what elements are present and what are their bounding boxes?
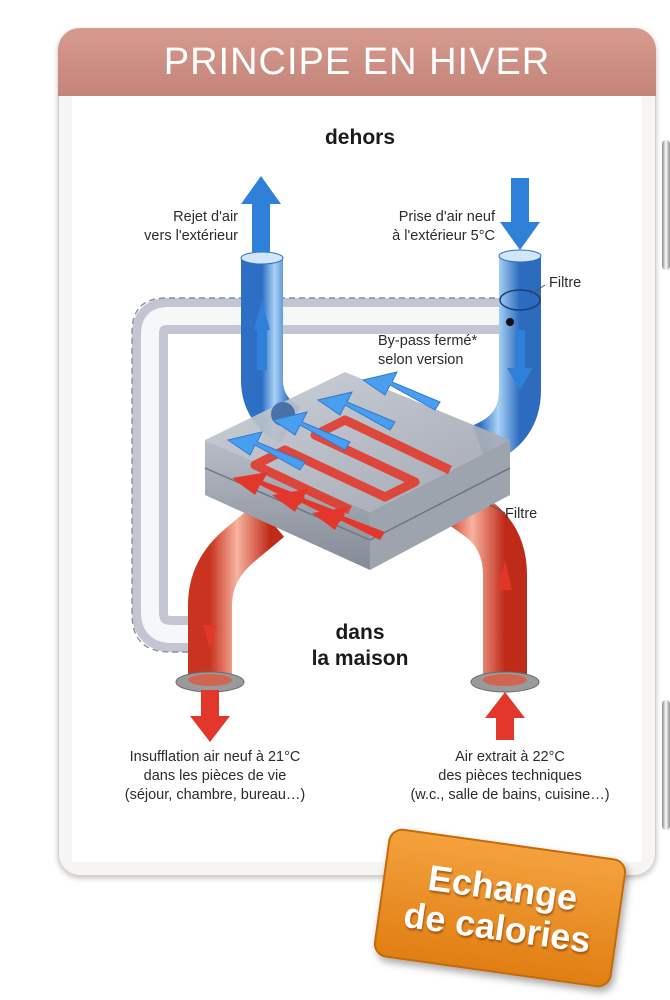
exhaust-label-line1: Rejet d'air	[173, 209, 238, 225]
intake-label-line1: Prise d'air neuf	[398, 209, 495, 225]
intake-label-line2: à l'extérieur 5°C	[392, 228, 495, 244]
arrow-down-icon	[190, 690, 230, 742]
extract-label-line3: (w.c., salle de bains, cuisine…)	[410, 787, 610, 803]
heat-exchanger-icon	[204, 371, 511, 570]
bypass-label-line1: By-pass fermé*	[378, 333, 478, 349]
supply-label-line3: (séjour, chambre, bureau…)	[124, 787, 306, 803]
extract-label-line2: des pièces techniques	[438, 768, 582, 784]
filter-top-label: Filtre	[549, 275, 582, 291]
intake-label: Prise d'air neuf à l'extérieur 5°C	[360, 208, 495, 246]
supply-duct	[175, 503, 285, 693]
binder-ring-top	[662, 140, 670, 270]
extract-label-line1: Air extrait à 22°C	[455, 749, 565, 765]
exhaust-label: Rejet d'air vers l'extérieur	[100, 208, 238, 246]
extract-duct	[432, 477, 540, 693]
arrow-down-icon	[500, 178, 540, 250]
card-title: PRINCIPE EN HIVER	[163, 40, 551, 83]
binder-ring-bottom	[662, 700, 670, 830]
bypass-label-line2: selon version	[378, 352, 464, 368]
inside-label-line2: la maison	[311, 647, 409, 670]
extract-label: Air extrait à 22°C des pièces techniques…	[385, 748, 635, 805]
supply-label-line2: dans les pièces de vie	[143, 768, 287, 784]
exhaust-label-line2: vers l'extérieur	[144, 228, 238, 244]
outside-label: dehors	[324, 126, 395, 149]
filter-bottom-label: Filtre	[505, 506, 538, 522]
filter-icon	[499, 289, 541, 311]
inside-label: dans la maison	[290, 620, 430, 672]
supply-label: Insufflation air neuf à 21°C dans les pi…	[90, 748, 340, 805]
card-header: PRINCIPE EN HIVER	[58, 28, 656, 96]
supply-label-line1: Insufflation air neuf à 21°C	[129, 749, 301, 765]
arrow-up-icon	[485, 692, 525, 740]
arrow-up-icon	[241, 176, 281, 252]
diagram-card: PRINCIPE EN HIVER	[58, 28, 656, 876]
bypass-duct	[131, 297, 505, 653]
bypass-label: By-pass fermé* selon version	[378, 332, 518, 370]
inside-label-line1: dans	[335, 621, 385, 644]
